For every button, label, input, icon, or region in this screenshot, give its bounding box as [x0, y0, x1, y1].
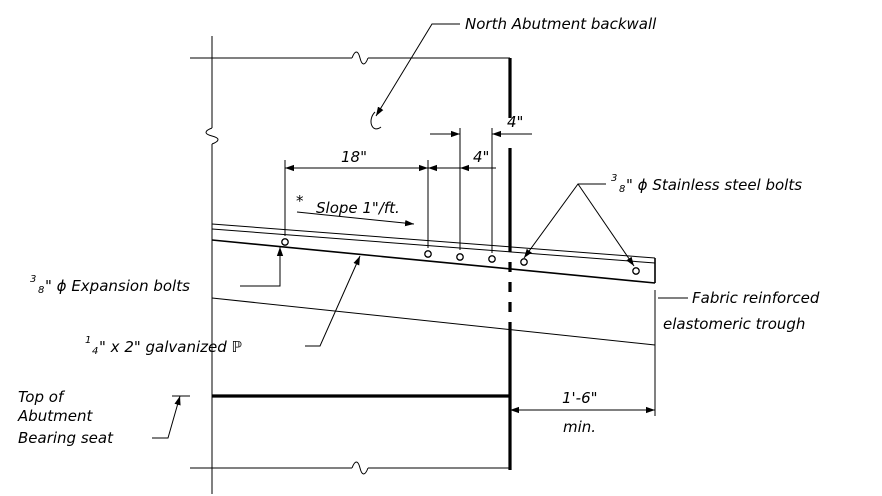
- slope-star: *: [296, 192, 304, 210]
- leader-lines: [152, 23, 688, 439]
- galvanized-plate-label: " x 2" galvanized ℙ: [99, 338, 242, 356]
- outline-lines: [190, 36, 510, 494]
- dim-min-label: min.: [563, 418, 596, 436]
- stainless-bolt-hole: [632, 267, 640, 275]
- expansion-bolt-hole: [281, 238, 289, 246]
- bearing-seat-label: Bearing seat: [18, 429, 114, 447]
- abutment-label: Abutment: [17, 407, 94, 425]
- stainless-bolt-hole: [520, 258, 528, 266]
- stainless-denominator: 8: [619, 184, 625, 195]
- stainless-numerator: 3: [611, 173, 617, 184]
- north-abutment-label: North Abutment backwall: [465, 15, 657, 33]
- bolt-hole: [456, 253, 464, 261]
- dim-1-6-label: 1'-6": [562, 389, 598, 407]
- bolt-holes: [281, 238, 640, 275]
- text-labels: North Abutment backwall 4" 4" 18" * Slop…: [17, 15, 820, 447]
- fabric-label-line2: elastomeric trough: [663, 315, 805, 333]
- fabric-label-line1: Fabric reinforced: [692, 289, 820, 307]
- dim-18-label: 18": [341, 148, 367, 166]
- dim-4-top-label: 4": [507, 113, 523, 131]
- expansion-bolts-label: " ϕ Expansion bolts: [45, 277, 190, 295]
- plate-numerator: 1: [85, 335, 91, 346]
- dimension-lines: [284, 128, 656, 416]
- top-of-label: Top of: [18, 388, 66, 406]
- plate-denominator: 4: [92, 346, 98, 357]
- bolt-hole: [488, 255, 496, 263]
- expansion-numerator: 3: [30, 274, 36, 285]
- bolt-hole: [424, 250, 432, 258]
- expansion-denominator: 8: [38, 285, 44, 296]
- trough-plate: [211, 223, 656, 346]
- stainless-bolts-label: " ϕ Stainless steel bolts: [626, 176, 802, 194]
- slope-label: Slope 1"/ft.: [316, 199, 400, 217]
- break-symbol: [370, 111, 382, 130]
- dim-4-mid-label: 4": [473, 148, 489, 166]
